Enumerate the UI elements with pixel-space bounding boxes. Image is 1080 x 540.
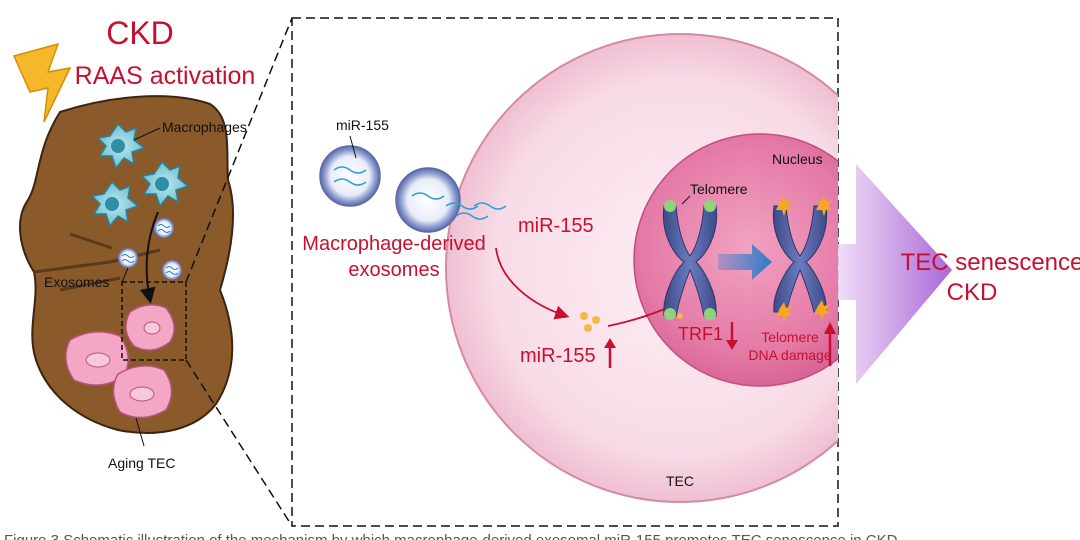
damage-spark-icon: [814, 300, 830, 320]
exosome-vesicle: [162, 260, 182, 280]
tec-cell-label: TEC: [666, 473, 694, 489]
exosome-vesicle: [118, 248, 138, 268]
zoom-panel: miR-155 Macrophage-derived exosomes miR-…: [291, 17, 839, 527]
trf1-label: TRF1: [678, 324, 723, 344]
telomere-cap: [704, 308, 716, 320]
transition-arrow: [718, 244, 772, 280]
telomere-cap: [704, 200, 716, 212]
damage-spark-icon: [776, 196, 792, 216]
mir155-particles: [580, 312, 600, 332]
cytoplasm-mir155-label: miR-155: [520, 345, 596, 367]
tec-cell: [125, 304, 175, 351]
nucleus-label: Nucleus: [772, 151, 823, 167]
chromosome-normal: [662, 200, 718, 320]
zoom-connector-bottom: [185, 359, 293, 527]
mir155-up-arrow-icon: [604, 338, 616, 368]
tec-cell: [112, 365, 173, 419]
macrophage-cell: [90, 180, 140, 228]
lightning-bolt-icon: [12, 42, 72, 123]
exosome-vesicle-large: [319, 145, 381, 207]
zoom-region-box: [121, 281, 187, 361]
telomere-pointer: [681, 195, 691, 205]
uptake-arrow: [495, 247, 570, 320]
chromosome-damaged: [772, 196, 832, 322]
outcome-arrow: [838, 164, 952, 384]
figure-caption: Figure 3 Schematic illustration of the m…: [4, 532, 898, 540]
damage-up-arrow-icon: [824, 322, 836, 366]
damage-spark-icon: [776, 302, 792, 322]
outcome-line2: CKD: [947, 279, 998, 306]
migration-arrow: [139, 211, 159, 304]
aging-tec-label: Aging TEC: [108, 455, 175, 471]
damage-spark-icon: [816, 196, 832, 216]
exosome-vesicle: [154, 218, 174, 238]
exosomes-pointer: [121, 267, 129, 283]
macrophages-pointer: [133, 127, 161, 141]
telomere-label: Telomere: [690, 181, 748, 197]
trf1-down-arrow-icon: [726, 322, 738, 350]
telomere-cap: [664, 308, 676, 320]
outcome-line1: TEC senescence: [901, 249, 1080, 276]
damage-label-line1: Telomere: [761, 329, 819, 345]
telomere-cap: [664, 200, 676, 212]
tissue-branch: [33, 232, 161, 292]
damage-label-line2: DNA damage: [748, 347, 831, 363]
macrophage-exosomes-label-line2: exosomes: [348, 259, 439, 281]
macrophage-exosomes-label-line1: Macrophage-derived: [302, 233, 485, 255]
raas-activation-label: RAAS activation: [75, 62, 256, 90]
ckd-title: CKD: [106, 15, 174, 51]
exosomes-label: Exosomes: [44, 274, 109, 290]
left-panel: CKD RAAS activation Macrophages Exosomes: [12, 15, 256, 471]
mir155-vesicle-label: miR-155: [336, 117, 389, 133]
aging-tec-pointer: [135, 417, 145, 447]
mir155-vesicle-pointer: [349, 135, 357, 159]
macrophage-cell: [96, 122, 146, 170]
zoom-connector-top: [185, 17, 293, 283]
released-mir155-label: miR-155: [518, 215, 594, 237]
macrophages-label: Macrophages: [162, 119, 247, 135]
macrophage-cell: [140, 160, 190, 208]
exosome-vesicle-releasing: [395, 167, 507, 233]
